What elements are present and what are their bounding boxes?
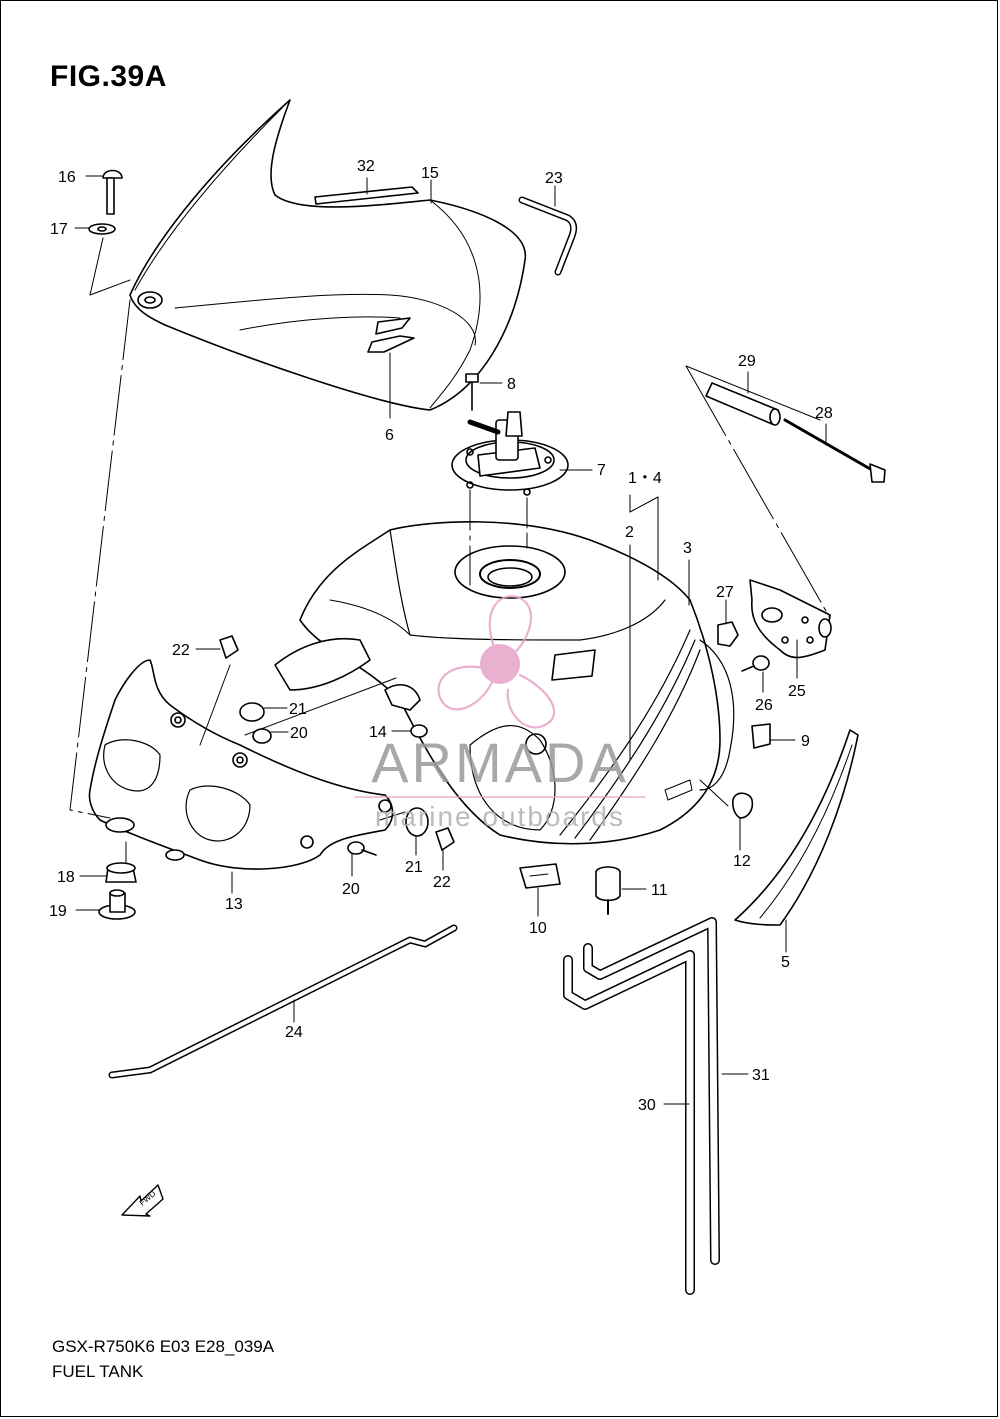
callout-20-upper: 20 [290, 725, 308, 742]
part-28-bolt [783, 418, 886, 483]
diagram-code: GSX-R750K6 E03 E28_039A [52, 1337, 275, 1356]
callout-19: 19 [49, 903, 67, 920]
part-22-clip-upper [219, 635, 239, 659]
watermark-brand: ARMADA [371, 731, 629, 794]
part-19-collar [98, 889, 136, 920]
part-21-cushion-lower [405, 807, 429, 837]
part-18-grommet [105, 862, 137, 883]
part-20-bolt-lower [347, 841, 377, 856]
callout-28: 28 [815, 405, 833, 422]
armada-watermark: ARMADA marine outboards [354, 595, 646, 832]
callout-24: 24 [285, 1024, 303, 1041]
callout-13: 13 [225, 896, 243, 913]
callout-32: 32 [357, 158, 375, 175]
part-9-pad [751, 723, 771, 749]
part-26-bolt [741, 655, 770, 672]
callout-11: 11 [651, 882, 668, 899]
callout-10: 10 [529, 920, 547, 937]
callout-15: 15 [421, 165, 439, 182]
part-30-hose [563, 950, 695, 1295]
callout-26: 26 [755, 697, 773, 714]
part-1-fuel-tank [299, 521, 735, 845]
callout-27: 27 [716, 584, 734, 601]
figure-title: FIG.39A [50, 60, 167, 93]
callout-31: 31 [752, 1067, 770, 1084]
callout-22-upper: 22 [172, 642, 190, 659]
part-8-bolt [465, 373, 479, 411]
callout-20-lower: 20 [342, 881, 360, 898]
callout-22-lower: 22 [433, 874, 451, 891]
part-11-valve [595, 866, 621, 915]
propeller-logo-icon [437, 595, 556, 729]
part-24-drain-hose [108, 924, 458, 1079]
part-13-bracket [88, 637, 421, 870]
callout-5: 5 [781, 954, 790, 971]
part-15-tank-cover [129, 99, 526, 411]
callout-21-upper: 21 [289, 701, 307, 718]
part-6-emblem [367, 317, 415, 353]
callout-7: 7 [597, 462, 606, 479]
callout-16: 16 [58, 169, 76, 186]
part-32-strip [314, 186, 419, 205]
callout-25: 25 [788, 683, 806, 700]
part-17-washer [88, 223, 116, 235]
callout-23: 23 [545, 170, 563, 187]
callout-12: 12 [733, 853, 751, 870]
part-25-bracket [749, 579, 832, 659]
part-21-cushion-upper [239, 702, 265, 722]
callout-29: 29 [738, 353, 756, 370]
callout-21-lower: 21 [405, 859, 423, 876]
part-23-hose [518, 196, 578, 276]
callout-17: 17 [50, 221, 68, 238]
part-22-clip-lower [435, 827, 455, 851]
part-16-bolt [102, 169, 123, 215]
callout-3: 3 [683, 540, 692, 557]
callout-1-4: 1・4 [628, 470, 662, 487]
callout-labels: 1・4 2 3 5 6 7 8 9 10 11 12 13 14 15 16 1… [49, 158, 833, 1114]
watermark-tagline: marine outboards [375, 801, 625, 832]
part-29-collar [705, 382, 781, 426]
callout-9: 9 [801, 733, 810, 750]
leader-lines [69, 175, 831, 1105]
part-10-clamp [519, 863, 561, 889]
diagram-name: FUEL TANK [52, 1362, 144, 1381]
fwd-arrow-icon: FWD [121, 1184, 164, 1217]
part-5-side-cover [734, 729, 859, 926]
callout-8: 8 [507, 376, 516, 393]
part-27-nut [717, 621, 739, 647]
callout-14: 14 [369, 724, 387, 741]
callout-30: 30 [638, 1097, 656, 1114]
part-31-hose [583, 917, 720, 1265]
callout-18: 18 [57, 869, 75, 886]
part-12-cap [732, 792, 754, 819]
callout-2: 2 [625, 524, 634, 541]
callout-6: 6 [385, 427, 394, 444]
part-7-fuel-cap [451, 411, 569, 496]
